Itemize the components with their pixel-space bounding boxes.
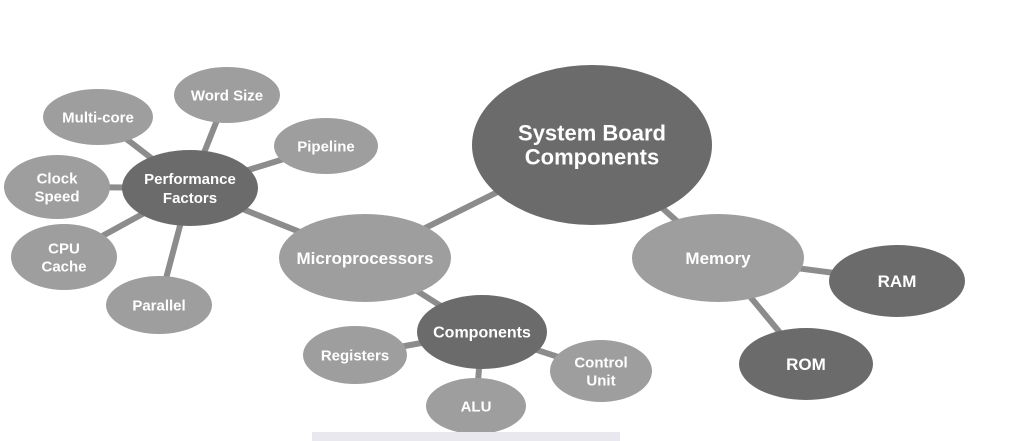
node-alu: ALU xyxy=(426,378,526,434)
node-label-cpu-cache-line-1: CPU xyxy=(48,240,80,257)
node-shape-alu xyxy=(426,378,526,434)
node-shape-cpu-cache xyxy=(11,224,117,290)
node-word-size: Word Size xyxy=(174,67,280,123)
node-label-ram: RAM xyxy=(878,272,917,291)
node-label-parallel: Parallel xyxy=(132,297,185,314)
node-label-system-board-line-1: System Board xyxy=(518,121,666,146)
node-shape-pipeline xyxy=(274,118,378,174)
node-shape-control-unit xyxy=(550,340,652,402)
node-shape-microprocessors xyxy=(279,214,451,302)
node-label-control-unit-line-2: Unit xyxy=(586,372,615,389)
node-shape-rom xyxy=(739,328,873,400)
node-label-clock-speed-line-1: Clock xyxy=(37,170,79,187)
node-label-control-unit-line-1: Control xyxy=(574,354,627,371)
node-label-performance-factors-line-1: Performance xyxy=(144,171,236,188)
node-shape-system-board xyxy=(472,65,712,225)
node-label-components: Components xyxy=(433,325,531,342)
node-shape-ram xyxy=(829,245,965,317)
node-label-memory: Memory xyxy=(685,249,751,268)
node-microprocessors: Microprocessors xyxy=(279,214,451,302)
node-components: Components xyxy=(417,295,547,369)
footer-strip xyxy=(312,432,620,441)
node-label-clock-speed-line-2: Speed xyxy=(34,188,79,205)
node-memory: Memory xyxy=(632,214,804,302)
node-shape-performance-factors xyxy=(122,150,258,226)
node-label-registers: Registers xyxy=(321,347,389,364)
node-shape-clock-speed xyxy=(4,155,110,219)
node-shape-parallel xyxy=(106,276,212,334)
node-label-system-board-line-2: Components xyxy=(525,145,659,170)
node-label-multi-core: Multi-core xyxy=(62,109,134,126)
node-label-word-size: Word Size xyxy=(191,87,263,104)
node-label-rom: ROM xyxy=(786,355,826,374)
node-shape-registers xyxy=(303,326,407,384)
node-shape-multi-core xyxy=(43,89,153,145)
node-label-microprocessors: Microprocessors xyxy=(297,249,434,268)
node-label-performance-factors-line-2: Factors xyxy=(163,190,217,207)
node-pipeline: Pipeline xyxy=(274,118,378,174)
node-shape-word-size xyxy=(174,67,280,123)
node-label-alu: ALU xyxy=(461,398,492,415)
node-ram: RAM xyxy=(829,245,965,317)
node-multi-core: Multi-core xyxy=(43,89,153,145)
node-parallel: Parallel xyxy=(106,276,212,334)
node-rom: ROM xyxy=(739,328,873,400)
node-label-cpu-cache-line-2: Cache xyxy=(41,258,86,275)
node-registers: Registers xyxy=(303,326,407,384)
node-shape-memory xyxy=(632,214,804,302)
node-shape-components xyxy=(417,295,547,369)
node-label-pipeline: Pipeline xyxy=(297,138,355,155)
